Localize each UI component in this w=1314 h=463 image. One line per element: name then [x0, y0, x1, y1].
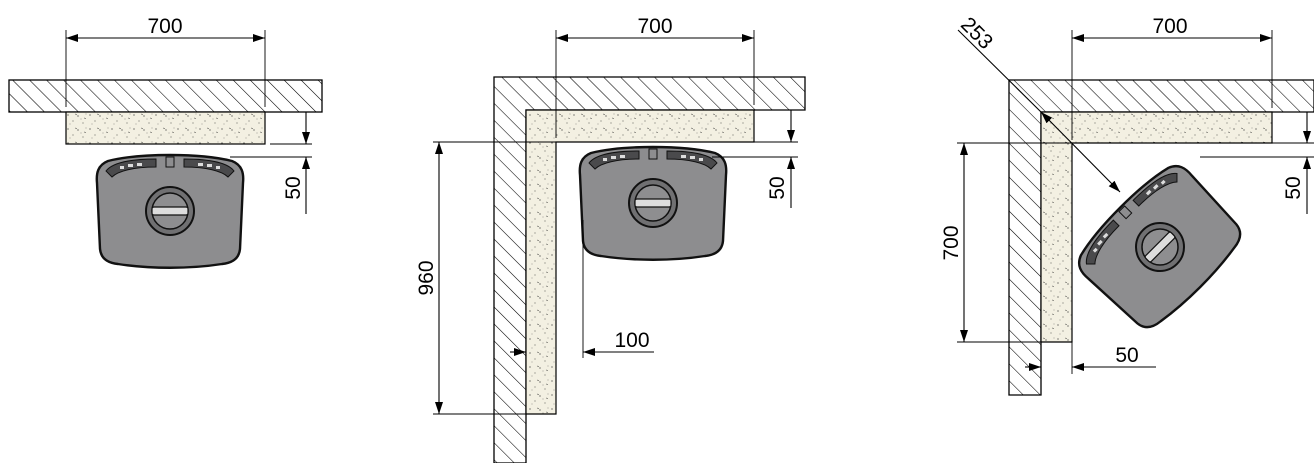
diagram-diagonal-corner-mount: 700 253 700 50 50	[940, 13, 1314, 396]
width-label: 700	[147, 15, 182, 38]
height-label: 700	[940, 225, 963, 260]
stove-symbol	[95, 153, 245, 269]
stove-symbol	[1067, 154, 1254, 341]
stove-symbol	[578, 145, 728, 261]
clearance-label: 50	[1282, 176, 1305, 199]
width-label: 700	[1152, 15, 1187, 38]
heat-shield	[65, 111, 266, 145]
diagram-corner-mount: 700 960 100 50	[415, 15, 806, 463]
width-label: 700	[637, 15, 672, 38]
diagram-wall-mount: 700 50	[8, 15, 323, 269]
side-clearance-label: 50	[1115, 344, 1138, 367]
diagonal-label: 253	[956, 13, 997, 54]
height-label: 960	[415, 260, 438, 295]
clearance-label: 50	[766, 176, 789, 199]
clearance-label: 50	[282, 176, 305, 199]
wall-hatched	[8, 79, 323, 113]
diagonal-dimension-line	[1040, 111, 1121, 193]
side-clearance-label: 100	[614, 329, 649, 352]
